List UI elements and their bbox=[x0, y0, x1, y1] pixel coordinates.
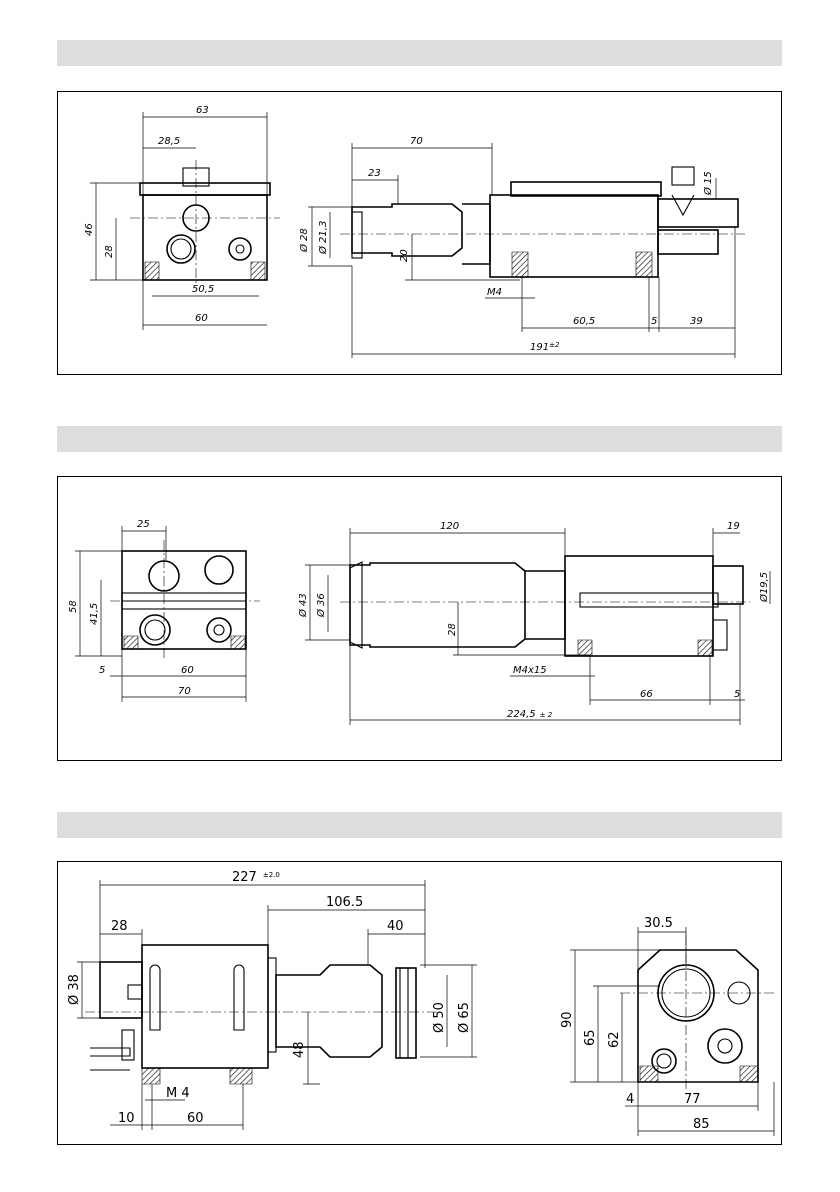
drawing-1-front-view bbox=[90, 112, 280, 330]
dim-28-c: 28 bbox=[111, 919, 128, 934]
dim-62: 62 bbox=[607, 1031, 622, 1048]
dim-20: 20 bbox=[399, 249, 410, 262]
dim-224-5: 224,5± 2 bbox=[507, 709, 553, 720]
dim-48: 48 bbox=[292, 1041, 307, 1058]
dim-23: 23 bbox=[368, 168, 381, 179]
dim-90: 90 bbox=[560, 1011, 575, 1028]
dim-d36: Ø 36 bbox=[315, 593, 327, 618]
dim-d38: Ø 38 bbox=[67, 974, 82, 1005]
dim-50-5: 50,5 bbox=[192, 284, 214, 295]
dim-70-b: 70 bbox=[178, 686, 191, 697]
dim-4: 4 bbox=[626, 1092, 634, 1107]
dim-40: 40 bbox=[387, 919, 404, 934]
dim-77: 77 bbox=[684, 1092, 701, 1107]
dim-m4-c: M 4 bbox=[166, 1086, 190, 1101]
dim-41-5: 41,5 bbox=[89, 603, 100, 625]
dim-d19-5: Ø19,5 bbox=[758, 572, 770, 603]
dim-60-c: 60 bbox=[187, 1111, 204, 1126]
drawing-3-front-view bbox=[570, 927, 775, 1136]
dim-d21-3: Ø 21,3 bbox=[317, 221, 329, 255]
dim-28: 28 bbox=[104, 245, 115, 258]
dim-191: 191±2 bbox=[530, 341, 560, 353]
dim-60: 60 bbox=[195, 313, 208, 324]
dim-d65: Ø 65 bbox=[457, 1002, 472, 1033]
dim-85: 85 bbox=[693, 1117, 710, 1132]
dim-5: 5 bbox=[651, 316, 657, 327]
dim-120: 120 bbox=[440, 521, 459, 532]
dim-d28: Ø 28 bbox=[298, 228, 310, 253]
dim-65-c: 65 bbox=[583, 1029, 598, 1046]
dim-46: 46 bbox=[84, 223, 95, 236]
dim-60-b: 60 bbox=[181, 665, 194, 676]
dim-d43: Ø 43 bbox=[297, 593, 309, 618]
drawing-3-side-view bbox=[77, 880, 477, 1130]
dim-63: 63 bbox=[196, 105, 209, 116]
dim-66: 66 bbox=[640, 689, 653, 700]
dim-60-5: 60,5 bbox=[573, 316, 595, 327]
dim-5-right: 5 bbox=[734, 689, 740, 700]
dim-d15: Ø 15 bbox=[702, 171, 714, 196]
dim-106-5: 106.5 bbox=[326, 895, 363, 910]
dim-m4x15: M4x15 bbox=[513, 665, 547, 676]
dim-19: 19 bbox=[727, 521, 740, 532]
dim-227: 227±2.0 bbox=[232, 870, 280, 885]
dim-58: 58 bbox=[68, 600, 79, 613]
dim-70: 70 bbox=[410, 136, 423, 147]
dim-10: 10 bbox=[118, 1111, 135, 1126]
dim-28-5: 28,5 bbox=[158, 136, 180, 147]
dim-30-5: 30.5 bbox=[644, 916, 673, 931]
drawing-2-side-view bbox=[305, 528, 770, 725]
dim-25: 25 bbox=[137, 519, 150, 530]
dim-m4: M4 bbox=[487, 287, 502, 298]
dim-39: 39 bbox=[690, 316, 703, 327]
dim-d50: Ø 50 bbox=[432, 1002, 447, 1033]
dim-5-left: 5 bbox=[99, 665, 105, 676]
dim-28-b: 28 bbox=[447, 623, 458, 636]
